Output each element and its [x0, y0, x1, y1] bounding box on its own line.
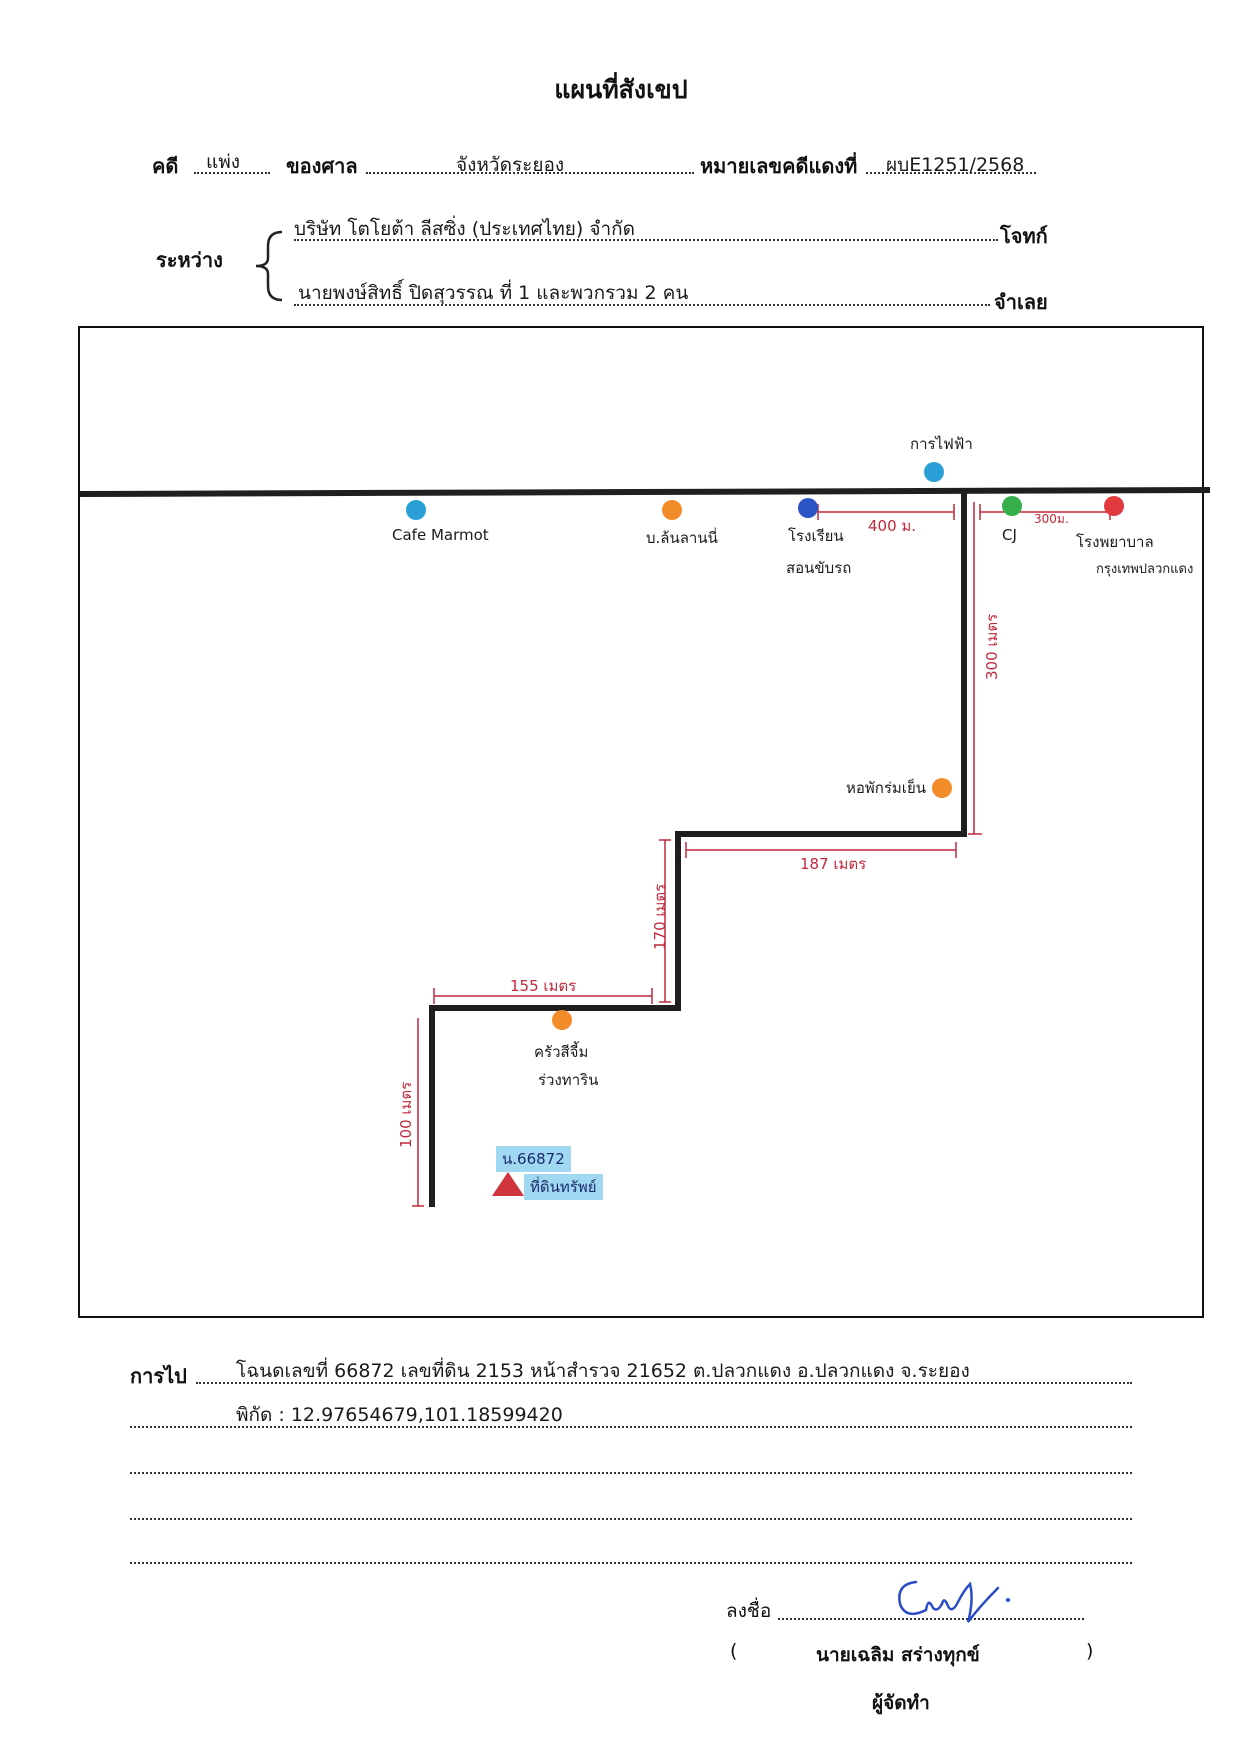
red-case-no-dots — [866, 172, 1036, 174]
red-case-no-value: ผบE1251/2568 — [886, 154, 1025, 176]
cj-marker — [1002, 496, 1022, 516]
case-type-dots — [194, 172, 270, 174]
driving-school-label: สอนขับรถ — [786, 559, 852, 577]
distance-300m-cj: 300ม. — [1034, 512, 1069, 526]
plot-caption-tag: ที่ดินทรัพย์ — [524, 1174, 603, 1200]
plot-triangle-icon — [492, 1172, 524, 1196]
defendant-dots — [294, 304, 990, 306]
directions-line-2: พิกัด : 12.97654679,101.18599420 — [236, 1404, 563, 1426]
distance-300m: 300 เมตร — [983, 613, 1001, 680]
open-paren: ( — [730, 1640, 738, 1662]
sign-dots — [778, 1618, 1084, 1620]
distance-155m: 155 เมตร — [510, 977, 577, 995]
company-marker — [662, 500, 682, 520]
distance-187m: 187 เมตร — [800, 855, 867, 873]
court-label: ของศาล — [286, 154, 358, 178]
close-paren: ) — [1086, 1640, 1094, 1662]
plaintiff-dots — [294, 239, 998, 241]
red-case-no-label: หมายเลขคดีแดงที่ — [700, 154, 858, 178]
directions-label: การไป — [130, 1364, 187, 1388]
restaurant-label-2: ร่วงทาริน — [538, 1071, 599, 1089]
dimension-lines — [412, 502, 1111, 1207]
cj-label: CJ — [1002, 526, 1017, 544]
between-label: ระหว่าง — [156, 248, 223, 272]
restaurant-label: ครัวสีจี้ม — [534, 1043, 589, 1061]
court-dots — [366, 172, 694, 174]
sign-label: ลงชื่อ — [726, 1600, 772, 1622]
driving-school-marker — [798, 498, 818, 518]
signer-role: ผู้จัดทำ — [872, 1692, 930, 1714]
hospital-label: โรงพยาบาล — [1076, 533, 1154, 551]
case-label: คดี — [152, 154, 179, 178]
hospital-branch-label: กรุงเทพปลวกแดง — [1096, 562, 1194, 577]
cafe-marmot-marker — [406, 500, 426, 520]
distance-170m: 170 เมตร — [651, 883, 669, 950]
defendant-name: นายพงษ์สิทธิ์ ปิดสุวรรณ ที่ 1 และพวกรวม … — [298, 282, 689, 304]
map-frame — [78, 326, 1204, 1318]
hospital-marker — [1104, 496, 1124, 516]
court-value: จังหวัดระยอง — [456, 154, 565, 176]
plaintiff-name: บริษัท โตโยต้า ลีสซิ่ง (ประเทศไทย) จำกัด — [294, 218, 636, 240]
dormitory-marker — [932, 778, 952, 798]
directions-dots-5 — [130, 1562, 1132, 1564]
distance-100m: 100 เมตร — [397, 1081, 415, 1148]
electricity-authority-marker — [924, 462, 944, 482]
signature-mark — [898, 1580, 1010, 1623]
directions-dots-4 — [130, 1518, 1132, 1520]
main-road — [79, 487, 1211, 497]
directions-line-1: โฉนดเลขที่ 66872 เลขที่ดิน 2153 หน้าสำรว… — [236, 1360, 970, 1382]
school-label: โรงเรียน — [788, 527, 844, 545]
distance-400m: 400 ม. — [868, 517, 917, 535]
directions-dots-1 — [196, 1382, 1132, 1384]
defendant-role: จำเลย — [994, 290, 1048, 314]
document-title: แผนที่สังเขป — [554, 75, 688, 104]
plaintiff-role: โจทก์ — [1000, 224, 1048, 248]
case-type-value: แพ่ง — [206, 151, 241, 173]
company-label: บ.ล้นลานนี่ — [646, 529, 718, 547]
directions-dots-3 — [130, 1472, 1132, 1474]
signer-name: นายเฉลิม สร่างทุกข์ — [816, 1644, 980, 1666]
dormitory-label: หอพักร่มเย็น — [846, 779, 926, 797]
plot-number-tag: น.66872 — [496, 1146, 571, 1172]
cafe-marmot-label: Cafe Marmot — [392, 526, 489, 544]
electricity-authority-label: การไฟฟ้า — [910, 435, 973, 453]
directions-dots-2 — [130, 1426, 1132, 1428]
restaurant-marker — [552, 1010, 572, 1030]
brace-icon — [255, 230, 283, 302]
route-path — [429, 492, 967, 1207]
